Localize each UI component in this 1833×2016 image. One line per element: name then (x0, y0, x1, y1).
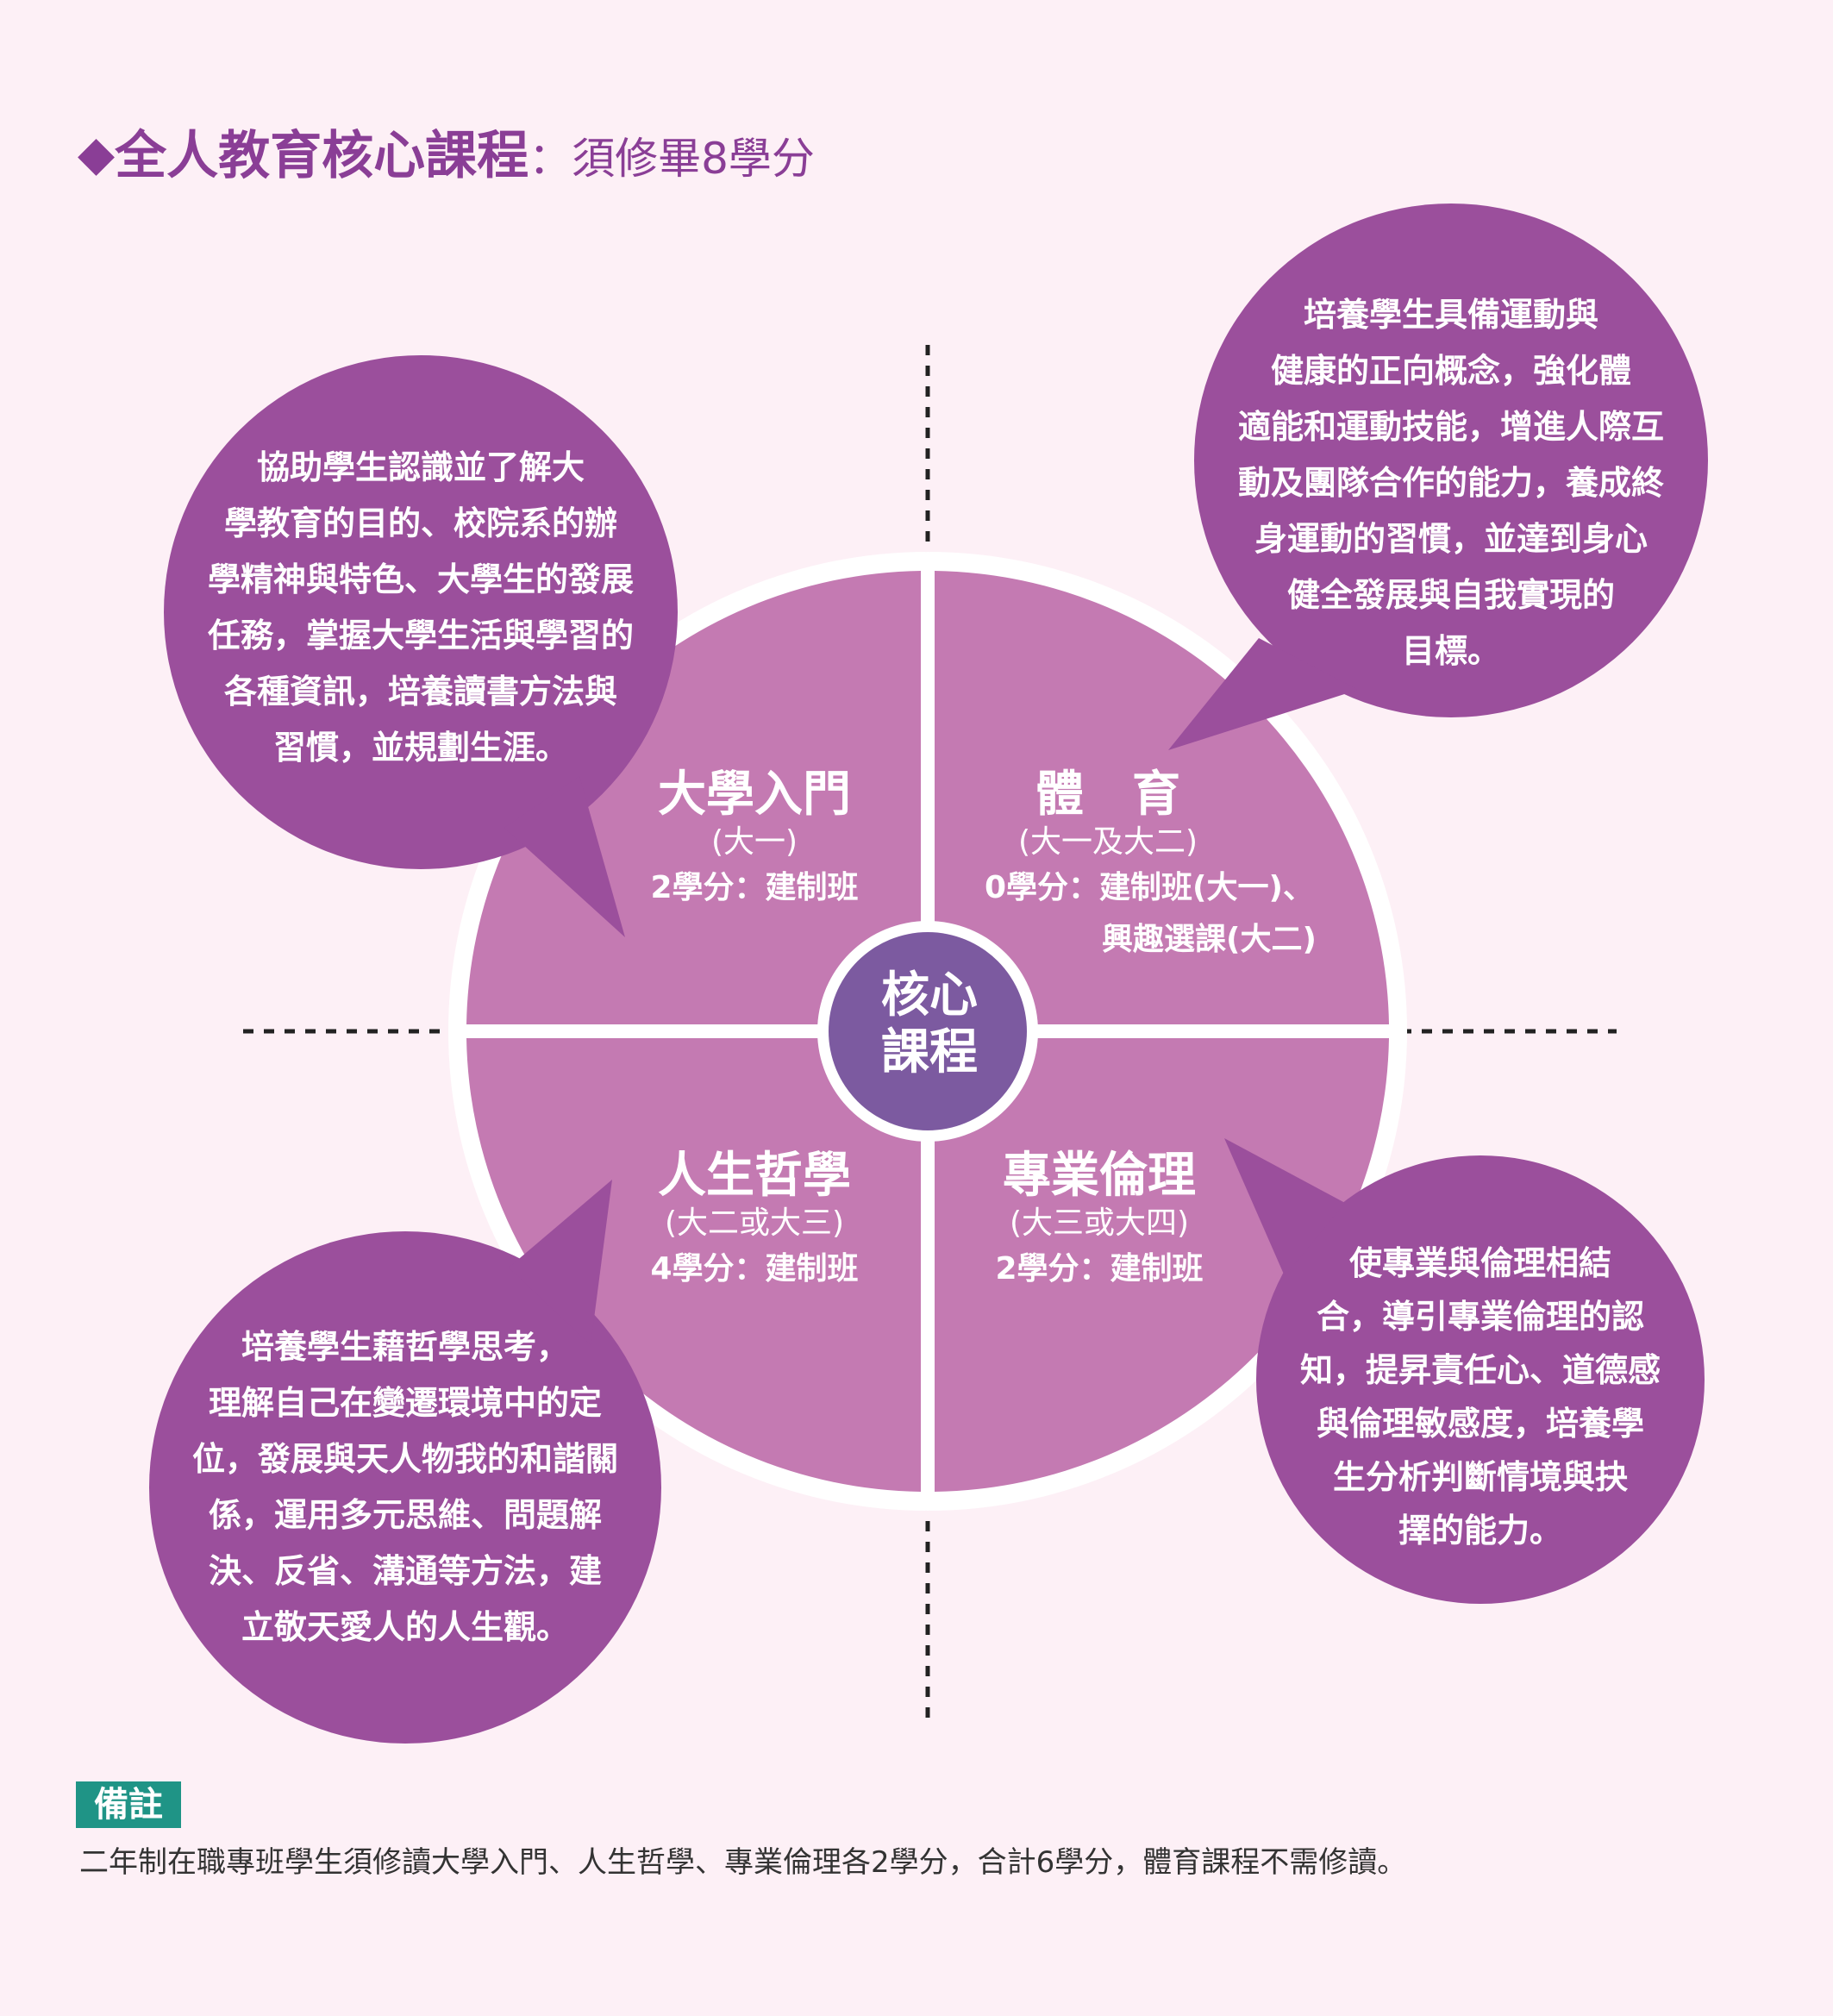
bubble-bottom-left-shape (149, 1180, 661, 1744)
title-sub: ：須修畢8學分 (529, 134, 815, 184)
title-main: 全人教育核心課程 (115, 126, 529, 186)
course-title: 人生哲學 (658, 1148, 851, 1204)
bubble-line: 健全發展與自我實現的 (1286, 575, 1615, 614)
bubble-bottom-right-text: 使專業與倫理相結 合，導引專業倫理的認 知，提昇責任心、道德感 與倫理敏感度，培… (1273, 1242, 1687, 1552)
bubble-line: 與倫理敏感度，培養學 (1316, 1405, 1644, 1443)
bubble-line: 培養學生具備運動與 (1303, 295, 1598, 334)
core-label: 核心 課程 (835, 967, 1024, 1105)
bubble-line: 目標。 (1401, 631, 1500, 670)
core-circle (829, 932, 1027, 1130)
note-tag: 備註 (76, 1781, 181, 1828)
course-credit: 4學分：建制班 (650, 1251, 859, 1287)
bubble-line: 協助學生認識並了解大 (256, 448, 585, 486)
bubble-bottom-right-shape (1224, 1138, 1705, 1604)
bubble-line: 位，發展與天人物我的和諧關 (191, 1440, 618, 1478)
bubble-top-left-shape (164, 355, 678, 937)
bubble-line: 健康的正向概念，強化體 (1270, 351, 1631, 390)
bubble-line: 擇的能力。 (1398, 1512, 1562, 1550)
bubble-line: 任務，掌握大學生活與學習的 (207, 617, 634, 654)
bubble-line: 知，提昇責任心、道德感 (1299, 1351, 1661, 1389)
course-year: (大三或大四) (1009, 1205, 1190, 1241)
page-title: ◆全人教育核心課程：須修畢8學分 (78, 114, 815, 189)
bubble-line: 學精神與特色、大學生的發展 (207, 560, 634, 598)
course-title: 體 育 (1035, 767, 1180, 823)
quadrant-top-right-label: 體 育 (大一及大二) 0學分：建制班(大一)、 興趣選課(大二) (966, 767, 1317, 966)
bubble-top-right-shape (1168, 203, 1708, 750)
quadrant-bottom-right-shape (935, 1038, 1389, 1492)
bubble-line: 使專業與倫理相結 (1348, 1244, 1611, 1282)
quadrant-top-left-shape (466, 571, 921, 1024)
bubble-line: 生分析判斷情境與抉 (1332, 1458, 1628, 1496)
bubble-line: 身運動的習慣，並達到身心 (1254, 519, 1648, 558)
course-title: 大學入門 (658, 767, 851, 823)
course-credit: 0學分：建制班(大一)、 (985, 870, 1314, 905)
bubble-line: 各種資訊，培養讀書方法與 (223, 673, 617, 711)
course-credit: 2學分：建制班 (995, 1251, 1204, 1287)
bubble-line: 係，運用多元思維、問題解 (208, 1496, 602, 1534)
quadrant-bottom-left-shape (466, 1038, 921, 1492)
bubble-line: 決、反省、溝通等方法，建 (208, 1552, 602, 1590)
bubble-line: 合，導引專業倫理的認 (1316, 1298, 1644, 1336)
core-line-1: 核心 (881, 967, 978, 1024)
quadrant-bottom-left-label: 人生哲學 (大二或大三) 4學分：建制班 (612, 1149, 897, 1295)
bubble-line: 學教育的目的、校院系的辦 (223, 504, 617, 542)
diamond-bullet-icon: ◆ (78, 126, 116, 182)
quadrant-bottom-right-label: 專業倫理 (大三或大四) 2學分：建制班 (957, 1149, 1242, 1295)
bubble-line: 習慣，並規劃生涯。 (272, 729, 568, 767)
course-year: (大一) (710, 824, 798, 860)
course-year: (大二或大三) (664, 1205, 845, 1241)
course-year: (大一及大二) (1017, 824, 1198, 860)
bubble-top-right-text: 培養學生具備運動與 健康的正向概念，強化體 適能和運動技能，增進人際互 動及團隊… (1210, 285, 1692, 681)
course-credit-2: 興趣選課(大二) (1102, 922, 1317, 957)
course-credit: 2學分：建制班 (650, 870, 859, 905)
bubble-line: 理解自己在變遷環境中的定 (208, 1384, 602, 1422)
bubble-bottom-left-text: 培養學生藉哲學思考， 理解自己在變遷環境中的定 位，發展與天人物我的和諧關 係，… (164, 1319, 647, 1656)
bubble-line: 培養學生藉哲學思考， (241, 1328, 569, 1366)
bubble-line: 適能和運動技能，增進人際互 (1237, 407, 1664, 446)
core-line-2: 課程 (881, 1024, 978, 1080)
bubble-line: 動及團隊合作的能力，養成終 (1237, 463, 1664, 502)
bubble-top-left-text: 協助學生認識並了解大 學教育的目的、校院系的辦 學精神與特色、大學生的發展 任務… (179, 448, 662, 767)
quadrant-top-left-label: 大學入門 (大一) 2學分：建制班 (612, 767, 897, 914)
course-title: 專業倫理 (1003, 1148, 1196, 1204)
note-text: 二年制在職專班學生須修讀大學入門、人生哲學、專業倫理各2學分，合計6學分，體育課… (79, 1845, 1407, 1880)
quadrant-top-right-shape (935, 571, 1389, 1024)
bubble-line: 立敬天愛人的人生觀。 (241, 1608, 569, 1646)
